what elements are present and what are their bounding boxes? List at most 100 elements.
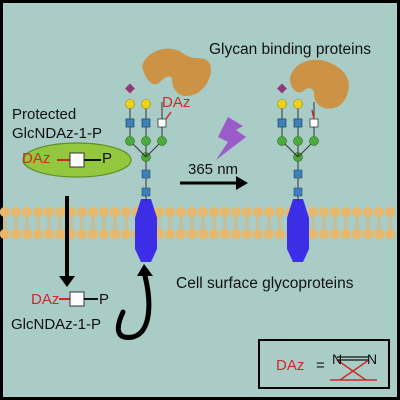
- lipid-head-top: [10, 206, 22, 218]
- glcnac-residue: [141, 118, 151, 128]
- glcnac-residue: [141, 169, 151, 179]
- mannose-residue: [293, 136, 303, 146]
- protected-phosphate-text: P: [102, 150, 113, 167]
- glcnac-residue: [125, 118, 135, 128]
- uptake-curved-arrow: [115, 273, 152, 340]
- lipid-head-bottom: [373, 228, 385, 240]
- lipid-head-bottom: [10, 228, 22, 240]
- lipid-head-top: [340, 206, 352, 218]
- glcnac-residue: [293, 118, 303, 128]
- membrane-protein: [135, 199, 157, 262]
- mannose-residue: [277, 136, 287, 146]
- lipid-head-bottom: [351, 228, 363, 240]
- lipid-head-bottom: [76, 228, 88, 240]
- lipid-head-top: [21, 206, 33, 218]
- lipid-head-bottom: [318, 228, 330, 240]
- lipid-head-top: [219, 206, 231, 218]
- lipid-head-bottom: [219, 228, 231, 240]
- lipid-head-bottom: [241, 228, 253, 240]
- lipid-head-bottom: [362, 228, 374, 240]
- lipid-head-bottom: [120, 228, 132, 240]
- lipid-head-top: [274, 206, 286, 218]
- mannose-residue: [125, 136, 135, 146]
- diazirine-atom-n-left: N: [332, 351, 342, 367]
- glycoprotein-left: [125, 83, 172, 262]
- glcndaz-residue: [157, 118, 167, 128]
- lipid-head-bottom: [230, 228, 242, 240]
- sialic-acid-residue: [125, 83, 135, 94]
- mannose-residue: [157, 136, 167, 146]
- mannose-residue: [141, 136, 151, 146]
- lipid-head-bottom: [87, 228, 99, 240]
- protected-sugar-formula: DAz P: [22, 150, 112, 167]
- lipid-head-bottom: [186, 228, 198, 240]
- lipid-head-top: [208, 206, 220, 218]
- glycan-binding-proteins-label: Glycan binding proteins: [209, 41, 371, 58]
- galactose-residue: [277, 99, 287, 109]
- diazirine-atom-n-right: N: [367, 351, 377, 367]
- lipid-head-bottom: [109, 228, 121, 240]
- glcndaz-residue: [309, 118, 319, 128]
- glcnac-residue: [293, 169, 303, 179]
- crosslink-bond: [311, 109, 315, 120]
- lipid-head-top: [76, 206, 88, 218]
- lipid-head-top: [175, 206, 187, 218]
- lipid-head-bottom: [32, 228, 44, 240]
- lipid-head-top: [87, 206, 99, 218]
- key-box: [258, 339, 390, 389]
- glcnac-residue: [293, 187, 303, 197]
- protected-daz-text: DAz: [22, 150, 51, 167]
- lipid-head-top: [197, 206, 209, 218]
- glcnac-square: [69, 152, 85, 168]
- diazirine-bond-left: [336, 359, 367, 381]
- galactose-residue: [125, 99, 135, 109]
- lipid-head-bottom: [197, 228, 209, 240]
- glycan-daz-tag: DAz: [162, 94, 191, 111]
- diazirine-bond-right: [339, 359, 370, 381]
- lipid-head-top: [43, 206, 55, 218]
- lipid-head-bottom: [0, 228, 11, 240]
- lipid-head-bottom: [43, 228, 55, 240]
- daz-link: [165, 111, 172, 120]
- lipid-head-bottom: [340, 228, 352, 240]
- lipid-head-top: [230, 206, 242, 218]
- glycan-binding-protein-right: [290, 59, 349, 109]
- lipid-head-bottom: [98, 228, 110, 240]
- lipid-head-top: [153, 206, 165, 218]
- uv-arrow-head: [236, 176, 248, 190]
- lipid-head-top: [373, 206, 385, 218]
- lipid-head-top: [241, 206, 253, 218]
- lipid-head-bottom: [274, 228, 286, 240]
- lipid-head-top: [186, 206, 198, 218]
- galactose-residue: [141, 99, 151, 109]
- mannose-residue: [309, 136, 319, 146]
- lipid-head-top: [0, 206, 11, 218]
- lipid-head-bottom: [307, 228, 319, 240]
- lipid-head-bottom: [54, 228, 66, 240]
- cell-surface-glycoproteins-label: Cell surface glycoproteins: [176, 275, 354, 292]
- lipid-head-top: [109, 206, 121, 218]
- lipid-head-top: [351, 206, 363, 218]
- lipid-head-bottom: [384, 228, 396, 240]
- key-equals-sign: =: [316, 357, 325, 374]
- down-arrow-head: [59, 276, 75, 287]
- glcnac-square-2: [69, 291, 85, 307]
- lipid-head-bottom: [252, 228, 264, 240]
- lipid-head-top: [263, 206, 275, 218]
- lipid-head-top: [120, 206, 132, 218]
- lipid-head-bottom: [208, 228, 220, 240]
- lipid-head-top: [98, 206, 110, 218]
- lipid-head-top: [54, 206, 66, 218]
- membrane-protein: [287, 199, 309, 262]
- lipid-head-bottom: [263, 228, 275, 240]
- glycan-binding-protein-left: [142, 48, 211, 96]
- lipid-head-top: [318, 206, 330, 218]
- lipid-head-top: [164, 206, 176, 218]
- uptake-arrow-head: [137, 264, 153, 276]
- key-daz-label: DAz: [276, 357, 305, 374]
- protected-glcndaz-label: Protected GlcNDAz-1-P: [12, 106, 103, 142]
- lipid-head-top: [32, 206, 44, 218]
- lightning-icon: [216, 117, 246, 160]
